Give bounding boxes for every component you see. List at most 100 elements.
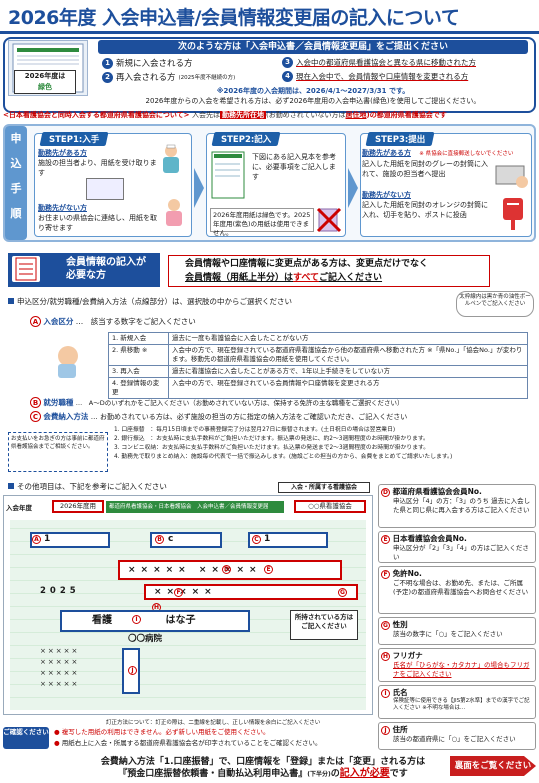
step3-a-note: ※ 県協会に直接郵送しないでください [419,151,514,157]
procedure-side-label: 申 込 手 順 [5,126,27,240]
step3-b-text: 記入した用紙を同封のオレンジの封筒に入れ、切手を貼り、ポストに投函 [362,201,488,219]
field-c-value: 1 [264,534,271,544]
step3-a-text: 記入した用紙を同封のグレーの封筒に入れて、施設の担当者へ提出 [362,160,488,178]
step3-a: 勤務先がある方 ※ 県協会に直接郵送しないでください 記入した用紙を同封のグレー… [362,148,530,179]
case-number: 3 [282,57,293,68]
address-rows: ××××× ××××× ××××× ××××× [40,646,340,690]
thumb-label-year: 2026年度は [24,72,66,80]
side-char: 手 [10,182,22,195]
page-title: 2026年度 入会申込書/会員情報変更届の記入について [8,7,460,29]
form-thumbnail-label: 2026年度は 緑色 [14,70,76,94]
year-value: 2026年度用 [52,500,104,513]
mark-d: D [222,565,231,574]
side-item-title: 氏名 [392,688,408,697]
step-arrow-1 [194,168,204,208]
table-key: 4. 登録情報の変更 [108,377,169,399]
side-item-title: 性別 [392,620,408,629]
mark-f: F [381,570,390,579]
mark-j: J [128,666,137,675]
section-a-text: … 該当する数字をご記入ください [75,317,196,326]
table-key: 3. 再入会 [108,365,169,378]
address-line: ××××× [40,647,80,655]
submit-header: 次のような方は「入会申込書／会員情報変更届」をご提出ください [98,40,528,54]
mark-b: B [155,535,164,544]
mark-e: E [381,535,390,544]
bottom-note: 会費納入方法「1.口座振替」で、口座情報を「登録」または「変更」される方は 『預… [0,752,539,783]
correction-note: 訂正方法について：訂正の際は、二重線を記載し、正しい情報を余白にご記入ください [106,720,321,726]
side-item-e: E 日本看護協会会員No. 申込区分が「2」「3」「4」の方はご記入ください [378,531,536,563]
side-item-h: H フリガナ 氏名が「ひらがな・カタカナ」の場合もフリガナをご記入ください [378,648,536,682]
step1-header-text: STEP1:入手 [49,135,100,145]
name-family: 看護 [92,615,112,626]
step2-header-text: STEP2:記入 [221,135,272,145]
form-sample-icon [211,151,245,199]
step1-a-text: 施設の担当者より、用紙を受け取ります [38,159,157,177]
payment-method: 3. コンビニ収納：お支払時に支払手数料がご負担いただけます。払込票の発送まで2… [114,445,430,451]
name-field: 看護 はな子 [60,610,250,632]
step1-header: STEP1:入手 [39,132,109,146]
side-item-body: 該当の都道府県に「○」をご記入ください [393,735,516,743]
c-side-note: お支払いをお急ぎの方は事前に都道府県看護協会までご相談ください。 [8,432,108,472]
see-back-button[interactable]: 裏面をご覧ください [450,756,536,776]
section-b-text: … A～Dのいずれかをご記入ください（お勤めされていない方は、保持する免許の主な… [75,399,404,407]
step3-header-text: STEP3:提出 [375,135,426,145]
needs-label: 会員情報の記入が必要な方 [66,257,146,281]
needs-message: 会員情報や口座情報に変更点がある方は、変更点だけでなく 会員情報（用紙上半分）は… [168,255,490,287]
field-b [150,532,222,548]
note-end: )の都道府県看護協会です [366,111,447,119]
note-text: 入会先は [191,111,220,119]
side-item-g: G 性別 該当の数字に「○」をご記入ください [378,617,536,645]
step3-header: STEP3:提出 [365,132,435,146]
mark-e: E [264,565,273,574]
address-line: ××××× [40,658,80,666]
table-value: 過去に看護協会に入会したことがある方で、1年以上手続きをしていない方 [168,365,528,378]
payment-method: 4. 勤務先で取りまとめ納入：施設毎の代表で一括で振込みします。(施設ごとの担当… [114,454,453,460]
note-workplace: 勤務先所在地 [219,111,266,119]
final-line-1: 会費納入方法「1.口座振替」で、口座情報を「登録」または「変更」される方は [100,757,426,767]
side-item-j: J 住所 該当の都道府県に「○」をご記入ください [378,722,536,750]
side-item-d: D 都道府県看護協会会員No. 申込区分「4」の方：「3」のうち 過去に入会した… [378,484,536,528]
mark-a: A [30,316,41,327]
case-2: 2 再入会される方 (2025年度不継続の方) [102,71,235,83]
check-item-1: 複写した用紙の利用はできません。必ず新しい用紙をご使用ください。 [61,728,270,736]
section-c-label: 会費納入方法 [43,412,89,421]
note-paren: (お勤めされていない方は [265,111,346,119]
birth-year: 2025 [40,586,80,596]
side-item-body: 該当の数字に「○」をご記入ください [393,630,503,638]
side-item-body: 氏名が「ひらがな・カタカナ」の場合もフリガナをご記入ください [393,661,530,678]
case-1: 1 新規に入会される方 [102,57,193,69]
step1-a: 勤務先がある方 施設の担当者より、用紙を受け取ります [38,148,162,178]
step3-b-title: 勤務先がない方 [362,191,411,199]
note-title: <日本看護協会と同時入会する都道府県看護協会について> [3,111,190,119]
mark-f: F [174,588,183,597]
assoc-label: 入会・所属する看護協会 [278,482,370,493]
side-item-title: フリガナ [392,651,423,660]
step3-box: STEP3:提出 [360,132,532,237]
step1-b: 勤務先がない方 お住まいの県協会に連絡し、用紙を取り寄せます [38,203,162,233]
note-residence: 居住地 [345,111,367,119]
side-char: 込 [10,157,22,170]
needs-line-1: 会員情報や口座情報に変更点がある方は、変更点だけでなく [185,259,429,269]
section-b-line: B 就労職種 … A～Dのいずれかをご記入ください（お勤めされていない方は、保持… [30,397,404,408]
period-info: ※2026年度の入会期間は、2026/4/1～2027/3/31 です。 202… [98,86,528,106]
classification-intro: 申込区分/就労職種/会費納入方法（点線部分）は、選択肢の中からご選択ください [8,296,292,307]
assoc-value: ○○県看護協会 [294,500,366,513]
step2-text: 下図にある記入見本を参考に、必要事項をご記入します [252,153,336,181]
side-item-f: F 免許No. ご不明な場合は、お勤め先、または、ご所属(予定)の都道府県看護協… [378,566,536,614]
mark-j: J [381,726,390,735]
table-value: 過去に一度も看護協会に入会したことがない方 [168,332,528,345]
mark-i: I [381,689,390,698]
form-header: 都道府県看護協会・日本看護協会 入会申込書／会員情報変更届 [106,501,284,513]
case-text: 現在入会中で、会員情報や口座情報を変更される方 [296,72,469,81]
side-item-body: 保険証等に使用できる【JIS第2水準】までの漢字でご記入ください ※不明な場合は… [393,698,530,711]
side-item-body: ご不明な場合は、お勤め先、または、ご所属(予定)の都道府県看護協会へお問合せくだ… [393,579,529,596]
final-end: です [389,769,408,779]
title-bar: 2026年度 入会申込書/会員情報変更届の記入について [0,0,539,34]
case-note: (2025年度不継続の方) [178,75,236,81]
mark-c: C [252,535,261,544]
final-no: の [330,769,340,779]
form-intro: その他項目は、下記を参考にご記入ください [8,481,167,492]
table-row: 2. 県移動 ※入会中の方で、現在登録されている都道府県看護協会から他の都道府県… [108,344,528,366]
final-required: 記入が必要 [339,768,390,779]
check-item-2: 用紙右上に入会・所属する都道府県看護協会名が印字されていることをご確認ください。 [61,739,322,747]
